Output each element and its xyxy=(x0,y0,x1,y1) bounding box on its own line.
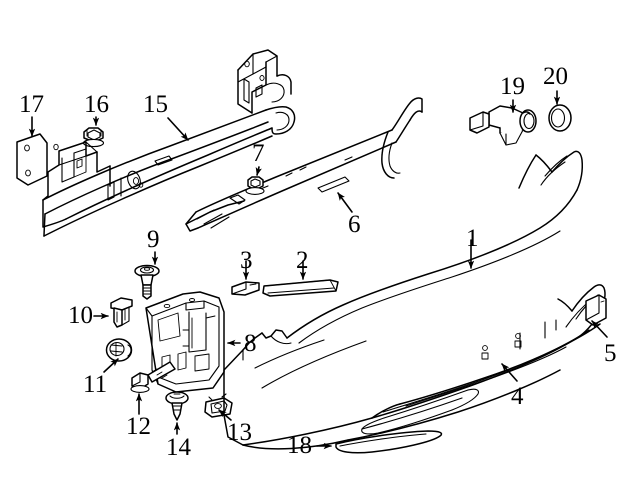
callout-label-8: 8 xyxy=(244,330,257,357)
callout-label-11: 11 xyxy=(83,371,108,398)
callout-label-2: 2 xyxy=(296,247,309,274)
callout-label-3: 3 xyxy=(240,247,253,274)
part-flange-nut-7 xyxy=(245,176,265,195)
part-spacer-block-3 xyxy=(231,281,260,296)
callout-label-1: 1 xyxy=(466,225,479,252)
callout-label-17: 17 xyxy=(19,91,44,118)
callout-label-9: 9 xyxy=(147,226,160,253)
sensor-hole-marks xyxy=(481,333,522,360)
part-energy-absorber-6 xyxy=(185,97,423,232)
callout-label-10: 10 xyxy=(68,302,93,329)
callout-label-16: 16 xyxy=(84,91,109,118)
part-side-pad-5 xyxy=(585,294,607,326)
part-mounting-plate-17 xyxy=(16,133,48,186)
part-tapping-screw-14 xyxy=(165,391,189,421)
callout-label-4: 4 xyxy=(511,383,524,410)
callout-label-5: 5 xyxy=(604,340,617,367)
callout-leaders xyxy=(28,90,608,450)
part-hex-flange-screw-12 xyxy=(130,361,176,393)
callout-label-13: 13 xyxy=(227,419,252,446)
callout-label-14: 14 xyxy=(166,434,191,461)
part-sensor-retainer-ring-20 xyxy=(548,104,572,132)
callout-label-19: 19 xyxy=(500,73,525,100)
callout-label-20: 20 xyxy=(543,63,568,90)
callout-label-6: 6 xyxy=(348,211,361,238)
part-trim-strip-2 xyxy=(262,279,339,297)
part-bumper-cover-1 xyxy=(223,150,606,450)
part-collar-bolt-9 xyxy=(134,264,160,300)
callout-label-7: 7 xyxy=(252,140,265,167)
part-plastic-rivet-11 xyxy=(105,338,133,362)
part-expansion-nut-10 xyxy=(110,297,133,328)
callout-label-18: 18 xyxy=(287,432,312,459)
part-park-assist-sensor-19 xyxy=(469,105,537,146)
callout-label-15: 15 xyxy=(143,91,168,118)
part-reflector-molding-18 xyxy=(335,430,443,454)
part-impact-bar-15 xyxy=(42,49,296,237)
part-speed-nut-13 xyxy=(204,393,233,418)
callout-label-12: 12 xyxy=(126,413,151,440)
